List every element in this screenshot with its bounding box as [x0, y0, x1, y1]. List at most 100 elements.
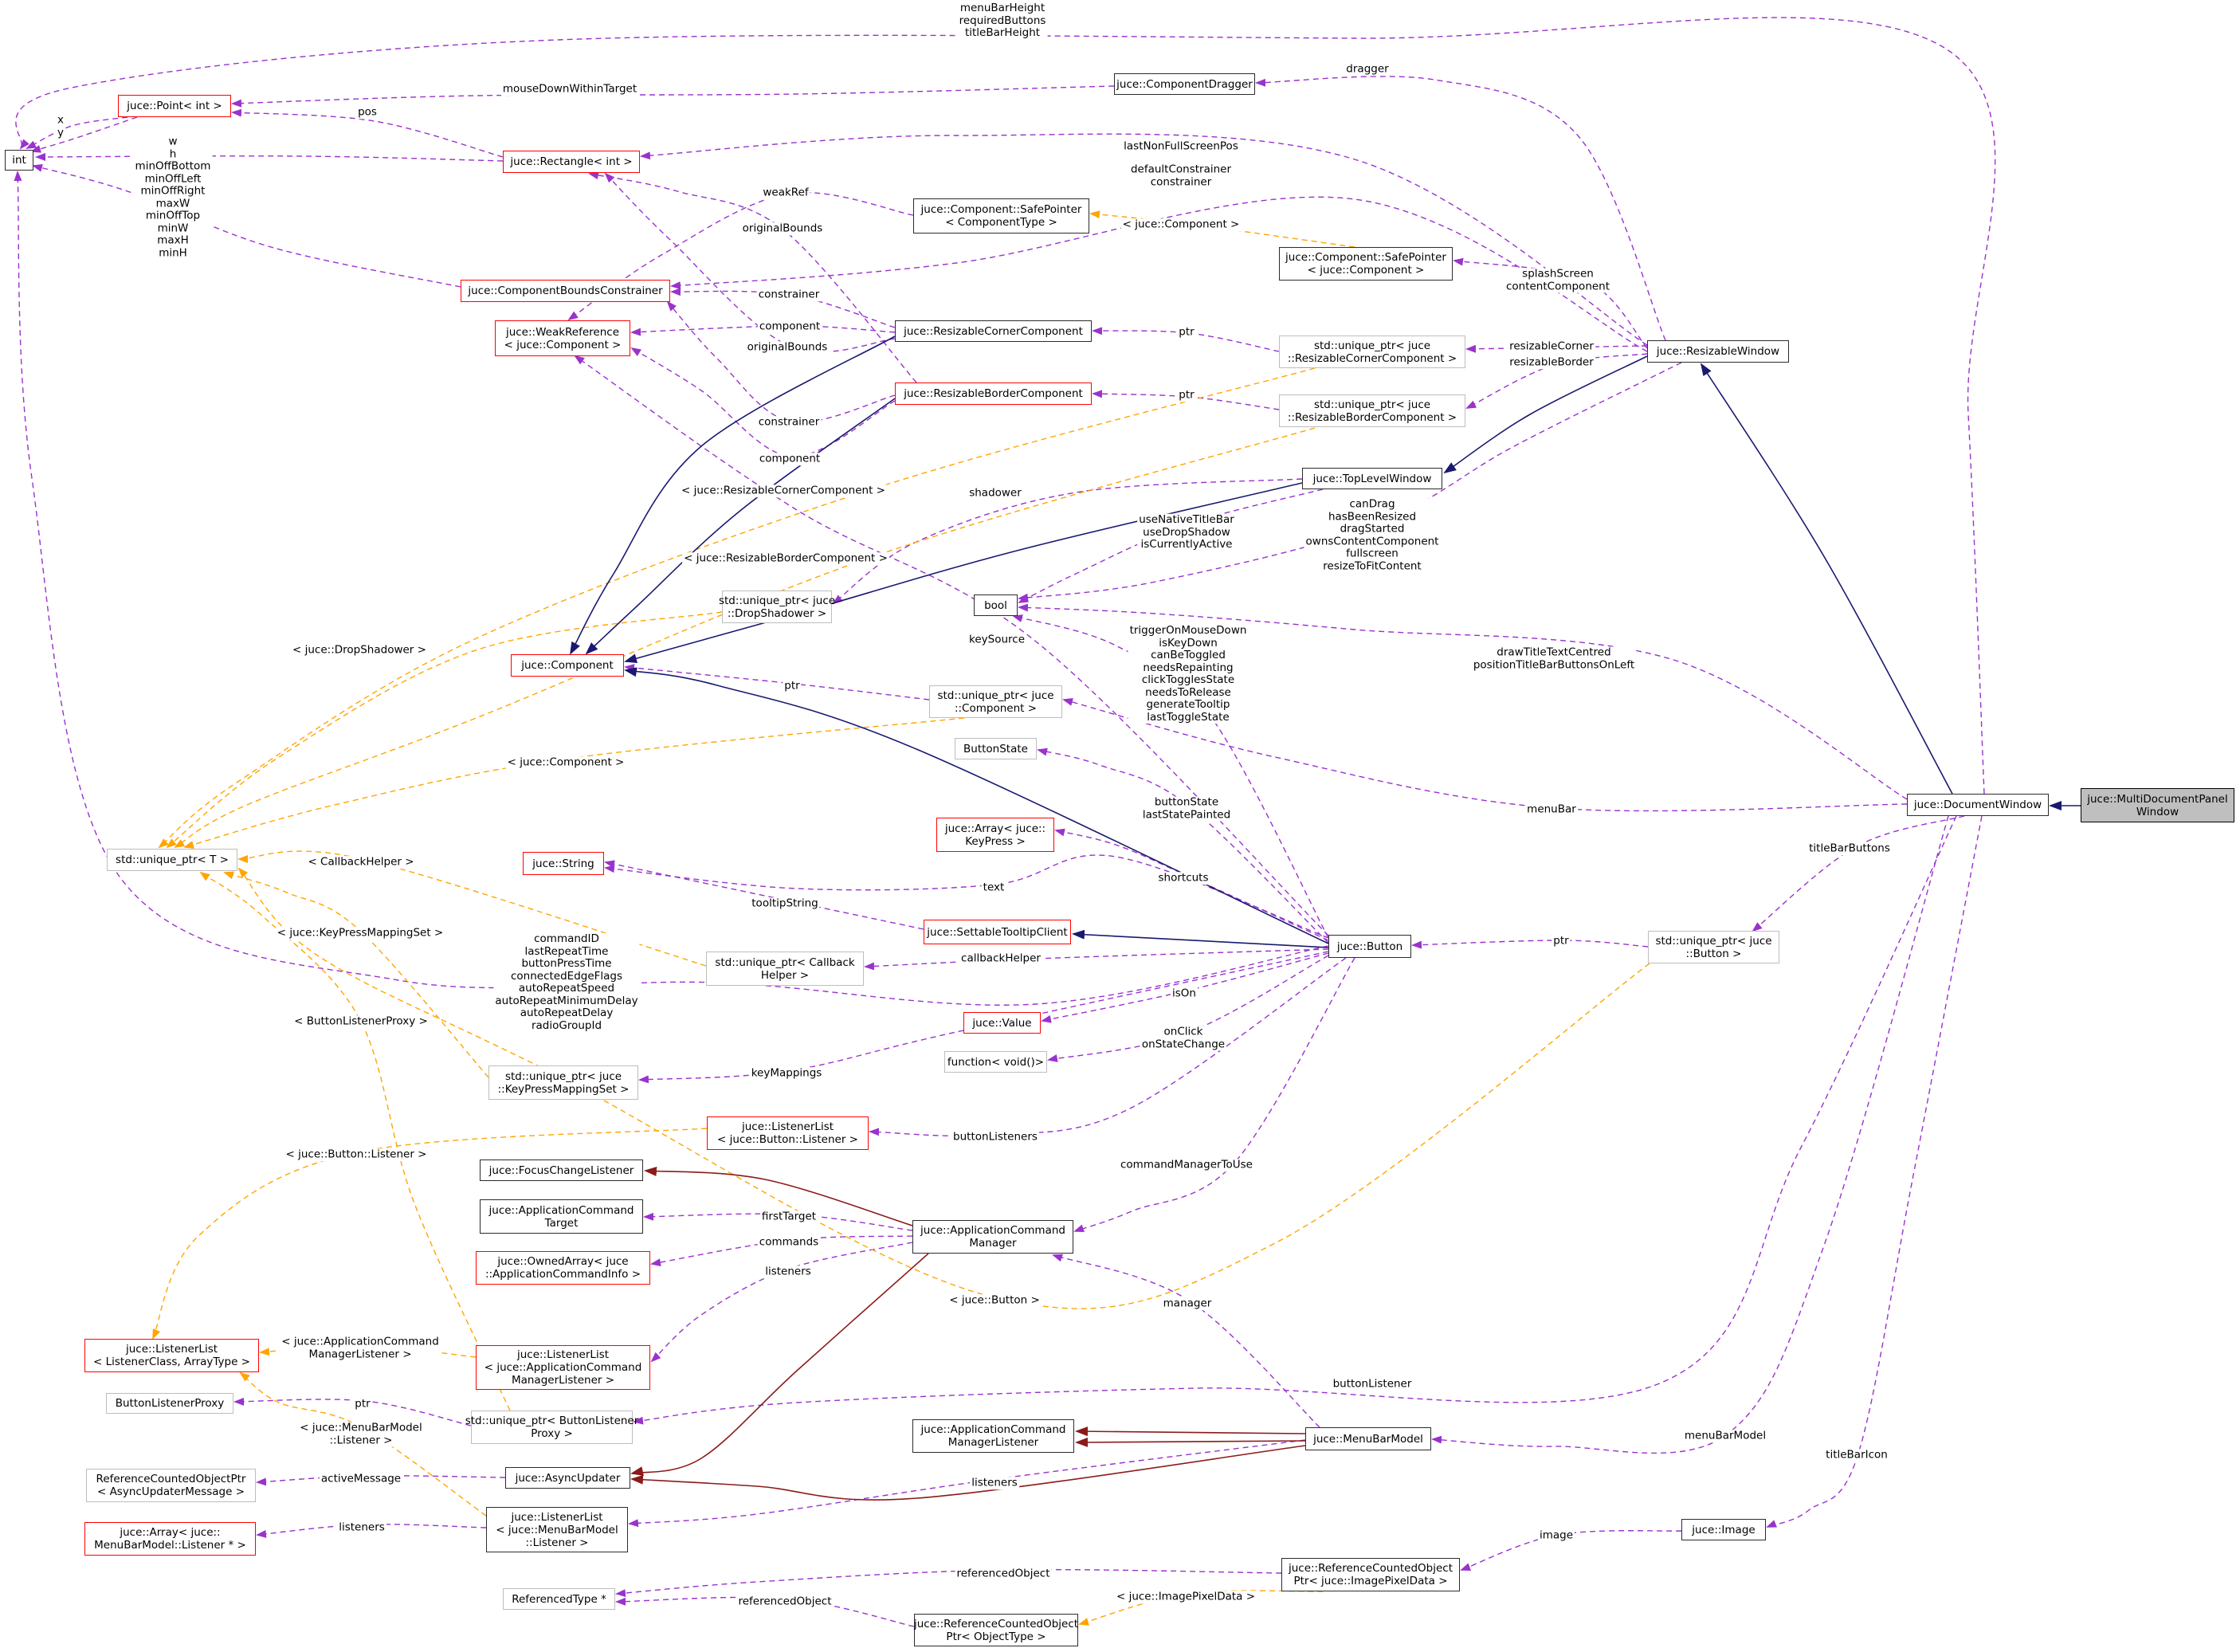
class-node-menu-bar-model[interactable]: juce::MenuBarModel: [1305, 1427, 1431, 1450]
class-node-safe-pointer-component[interactable]: juce::Component::SafePointer < juce::Com…: [1279, 247, 1453, 281]
member-edge: [643, 1212, 913, 1231]
class-node-unique-ptr-button[interactable]: std::unique_ptr< juce ::Button >: [1648, 931, 1779, 963]
class-node-listener-list-button-listener[interactable]: juce::ListenerList < juce::Button::Liste…: [707, 1116, 869, 1150]
member-edge: [1092, 390, 1280, 410]
template-instance-edge: [166, 611, 723, 849]
class-node-weak-reference-component[interactable]: juce::WeakReference < juce::Component >: [495, 320, 630, 356]
class-node-unique-ptr-keypress-mapping-set[interactable]: std::unique_ptr< juce ::KeyPressMappingS…: [488, 1065, 638, 1100]
inheritance-edge: [585, 398, 896, 655]
class-node-value[interactable]: juce::Value: [963, 1012, 1041, 1034]
class-node-button[interactable]: juce::Button: [1328, 935, 1411, 958]
member-edge: [14, 171, 1329, 1006]
member-edge: [30, 116, 138, 153]
template-instance-edge: [158, 367, 1316, 849]
inheritance-edge: [1700, 363, 1953, 795]
member-edge: [670, 196, 1648, 352]
template-instance-edge: [199, 871, 511, 1411]
class-node-function-void[interactable]: function< void()>: [944, 1051, 1047, 1073]
class-node-unique-ptr-component[interactable]: std::unique_ptr< juce ::Component >: [929, 685, 1062, 718]
class-node-image[interactable]: juce::Image: [1681, 1519, 1766, 1540]
class-node-int[interactable]: int: [5, 150, 33, 171]
class-node-unique-ptr-button-listener-proxy[interactable]: std::unique_ptr< ButtonListener Proxy >: [465, 1411, 638, 1444]
private-inheritance-edge: [1075, 1426, 1306, 1437]
class-node-button-state[interactable]: ButtonState: [955, 738, 1037, 759]
member-edge: [1453, 257, 1648, 349]
class-node-async-updater[interactable]: juce::AsyncUpdater: [505, 1467, 630, 1489]
class-node-resizable-window[interactable]: juce::ResizableWindow: [1647, 340, 1789, 363]
member-edge: [1766, 815, 1983, 1528]
class-node-document-window[interactable]: juce::DocumentWindow: [1907, 794, 2049, 816]
class-node-button-listener-proxy[interactable]: ButtonListenerProxy: [106, 1393, 233, 1414]
member-edge: [256, 1475, 506, 1486]
member-edge: [1047, 955, 1329, 1062]
private-inheritance-edge: [630, 1445, 1306, 1501]
private-inheritance-edge: [644, 1167, 913, 1226]
class-node-focus-change-listener[interactable]: juce::FocusChangeListener: [480, 1160, 643, 1181]
class-node-application-command-manager-listener[interactable]: juce::ApplicationCommand ManagerListener: [912, 1419, 1074, 1453]
member-edge: [1018, 603, 1908, 800]
member-edge: [1073, 957, 1355, 1233]
member-edge: [256, 1524, 487, 1538]
inheritance-edge: [624, 482, 1303, 664]
class-node-component-dragger[interactable]: juce::ComponentDragger: [1114, 73, 1255, 95]
member-edge: [1255, 76, 1666, 341]
member-edge: [1062, 698, 1908, 812]
class-node-application-command-target[interactable]: juce::ApplicationCommand Target: [480, 1199, 643, 1234]
inheritance-edge: [1072, 929, 1329, 948]
template-instance-edge: [239, 1371, 487, 1517]
template-instance-edge: [259, 1344, 477, 1358]
member-edge: [604, 860, 924, 930]
template-instance-edge: [1089, 210, 1355, 248]
class-node-ref-counted-object-ptr-image-pixel-data[interactable]: juce::ReferenceCountedObject Ptr< juce::…: [1281, 1558, 1460, 1591]
class-node-unique-ptr-resizable-corner[interactable]: std::unique_ptr< juce ::ResizableCornerC…: [1279, 336, 1465, 368]
member-edge: [1752, 815, 1965, 932]
member-edge: [1411, 940, 1649, 949]
member-edge: [1431, 815, 1949, 1454]
class-node-point-int[interactable]: juce::Point< int >: [118, 95, 231, 117]
class-node-safe-pointer-componenttype[interactable]: juce::Component::SafePointer < Component…: [913, 198, 1089, 233]
template-instance-edge: [183, 717, 965, 849]
member-edge: [640, 133, 1648, 346]
class-node-owned-array-application-command-info[interactable]: juce::OwnedArray< juce ::ApplicationComm…: [476, 1251, 650, 1285]
class-node-top-level-window[interactable]: juce::TopLevelWindow: [1302, 468, 1442, 489]
class-node-ref-counted-object-ptr-async-updater-message[interactable]: ReferenceCountedObjectPtr < AsyncUpdater…: [86, 1469, 256, 1502]
class-node-bool[interactable]: bool: [974, 594, 1018, 616]
member-edge: [650, 1235, 913, 1267]
class-node-listener-list-acml[interactable]: juce::ListenerList < juce::ApplicationCo…: [476, 1345, 650, 1390]
class-node-unique-ptr-drop-shadower[interactable]: std::unique_ptr< juce ::DropShadower >: [719, 591, 835, 623]
class-node-application-command-manager[interactable]: juce::ApplicationCommand Manager: [912, 1220, 1073, 1254]
template-instance-edge: [237, 867, 1650, 1309]
class-node-referenced-type[interactable]: ReferencedType *: [503, 1588, 615, 1610]
class-node-unique-ptr-t[interactable]: std::unique_ptr< T >: [107, 849, 237, 871]
member-edge: [1037, 748, 1329, 944]
class-node-array-menu-bar-model-listener[interactable]: juce::Array< juce:: MenuBarModel::Listen…: [84, 1522, 256, 1556]
class-node-listener-list-menu-bar-model-listener[interactable]: juce::ListenerList < juce::MenuBarModel …: [486, 1507, 628, 1552]
class-node-component-bounds-constrainer[interactable]: juce::ComponentBoundsConstrainer: [461, 280, 670, 302]
class-node-string[interactable]: juce::String: [523, 852, 604, 875]
member-edge: [1018, 362, 1682, 602]
class-node-array-keypress[interactable]: juce::Array< juce:: KeyPress >: [936, 818, 1054, 852]
member-edge: [1052, 1254, 1320, 1428]
member-edge: [650, 1242, 913, 1363]
member-edge: [630, 325, 896, 336]
class-node-component[interactable]: juce::Component: [511, 654, 624, 677]
class-node-resizable-corner-component[interactable]: juce::ResizableCornerComponent: [895, 320, 1092, 342]
template-instance-edge: [152, 1128, 708, 1340]
member-edge: [588, 171, 917, 383]
member-edge: [25, 116, 128, 149]
template-instance-edge: [1078, 1590, 1324, 1626]
class-node-unique-ptr-callback-helper[interactable]: std::unique_ptr< Callback Helper >: [706, 952, 864, 986]
class-node-resizable-border-component[interactable]: juce::ResizableBorderComponent: [895, 383, 1092, 405]
member-edge: [231, 108, 504, 158]
class-node-listener-list-listenerclass[interactable]: juce::ListenerList < ListenerClass, Arra…: [84, 1339, 259, 1372]
member-edge: [630, 347, 896, 457]
class-node-ref-counted-object-ptr-object-type[interactable]: juce::ReferenceCountedObject Ptr< Object…: [914, 1614, 1078, 1646]
template-instance-edge: [174, 427, 1316, 849]
class-node-unique-ptr-resizable-border[interactable]: std::unique_ptr< juce ::ResizableBorderC…: [1279, 394, 1465, 427]
template-instance-edge: [237, 850, 707, 967]
class-node-rectangle-int[interactable]: juce::Rectangle< int >: [503, 151, 640, 173]
class-node-multi-document-panel-window[interactable]: juce::MultiDocumentPanel Window: [2081, 788, 2234, 822]
class-node-settable-tooltip-client[interactable]: juce::SettableTooltipClient: [924, 920, 1071, 944]
